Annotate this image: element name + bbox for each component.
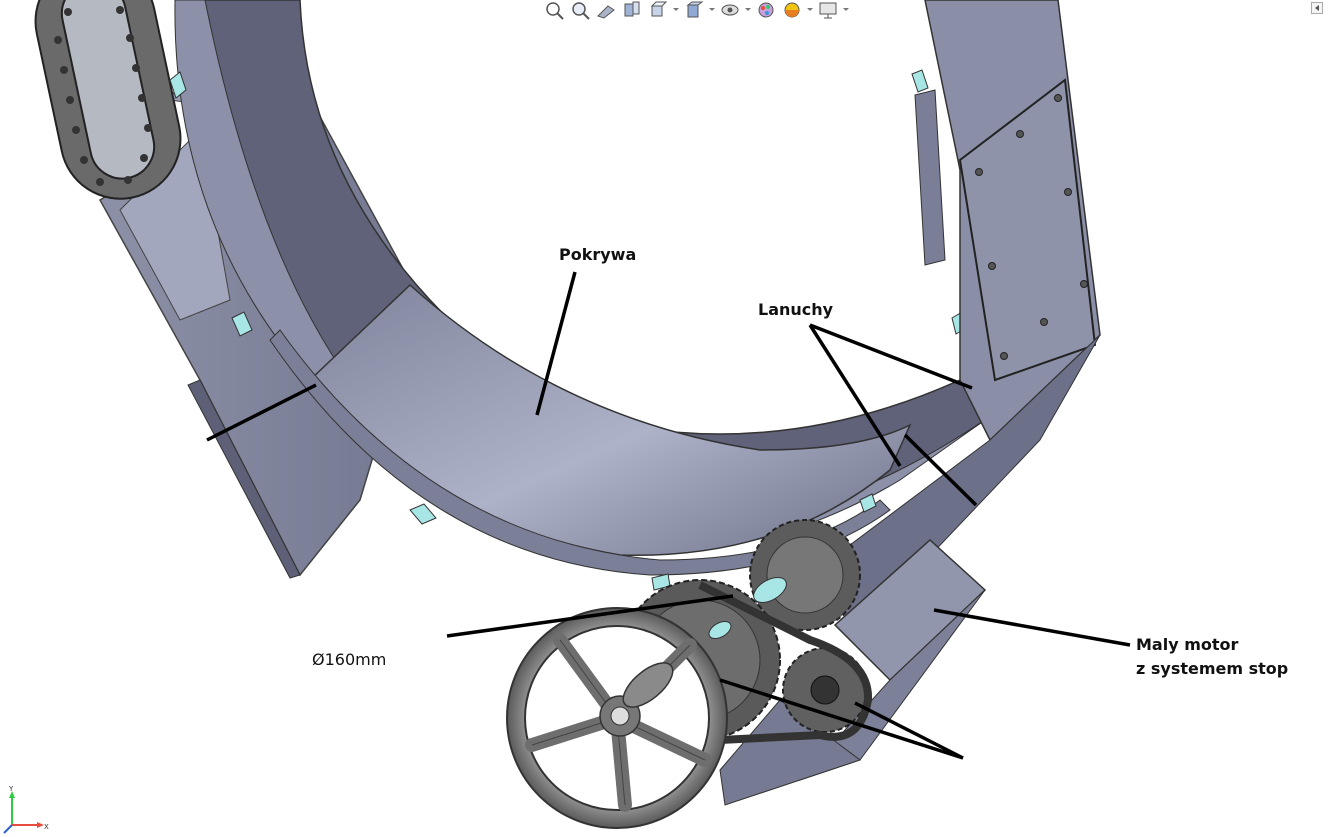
label-pokrywa: Pokrywa	[559, 245, 637, 264]
zoom-to-fit-icon[interactable]	[542, 0, 566, 20]
leader-frame-right	[903, 433, 978, 507]
glass-tabs	[169, 69, 967, 591]
triad-x-label: X	[44, 823, 49, 831]
view-orientation-dropdown-icon[interactable]	[672, 0, 680, 20]
label-diameter: Ø160mm	[312, 650, 387, 669]
leader-sprocket-2	[854, 701, 964, 760]
leader-lines	[206, 271, 1131, 760]
hide-show-icon[interactable]	[718, 0, 742, 20]
leader-pokrywa	[535, 271, 577, 416]
leader-lanuchy-1	[808, 324, 902, 467]
inspection-window	[34, 0, 182, 200]
previous-view-icon[interactable]	[594, 0, 618, 20]
leader-lanuchy-2	[809, 323, 973, 390]
apply-scene-icon[interactable]	[780, 0, 804, 20]
edit-appearance-icon[interactable]	[754, 0, 778, 20]
view-orientation-icon[interactable]	[646, 0, 670, 20]
right-frame	[719, 0, 1101, 806]
cover-panel	[308, 283, 912, 557]
label-motor-line1: Maly motor	[1136, 635, 1239, 654]
apply-scene-dropdown-icon[interactable]	[806, 0, 814, 20]
zoom-area-icon[interactable]	[568, 0, 592, 20]
hand-wheel	[506, 607, 728, 829]
display-style-dropdown-icon[interactable]	[708, 0, 716, 20]
hide-show-dropdown-icon[interactable]	[744, 0, 752, 20]
view-toolbar	[542, 0, 850, 20]
leader-motor	[933, 608, 1131, 647]
cover-rim	[269, 329, 891, 576]
section-view-icon[interactable]	[620, 0, 644, 20]
label-lanuchy: Lanuchy	[758, 300, 834, 319]
leader-left	[206, 383, 317, 442]
view-settings-dropdown-icon[interactable]	[842, 0, 850, 20]
view-settings-icon[interactable]	[816, 0, 840, 20]
reference-triad: Y X	[3, 785, 49, 834]
leader-diameter	[446, 594, 734, 638]
triad-y-label: Y	[8, 785, 14, 793]
label-motor-line2: z systemem stop	[1136, 659, 1289, 678]
leader-sprocket-1	[719, 678, 964, 760]
collapse-panel-icon[interactable]	[1311, 2, 1323, 14]
display-style-icon[interactable]	[682, 0, 706, 20]
